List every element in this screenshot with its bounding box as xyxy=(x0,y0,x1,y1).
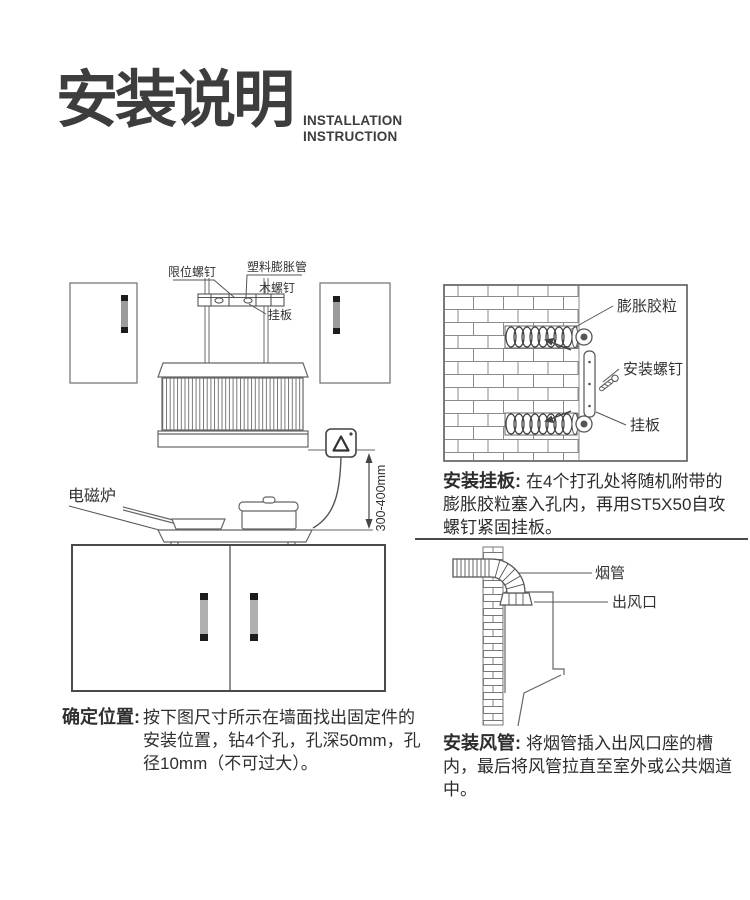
leader-lines xyxy=(519,572,608,603)
wall-cabinet-handles xyxy=(121,295,340,334)
pot-body xyxy=(241,509,297,530)
power-cord xyxy=(312,456,342,529)
section-duct: 安装风管:将烟管插入出风口座的槽内，最后将风管拉直至室外或公共烟道中。 xyxy=(443,732,735,801)
section-divider xyxy=(415,538,748,540)
hang-plate-strip xyxy=(583,350,596,418)
label-limit-screw: 限位螺钉 xyxy=(168,264,216,279)
induction-cooktop xyxy=(122,496,313,546)
insertion-arrows xyxy=(544,338,572,423)
part-labels: 膨胀胶粒 安装螺钉 挂板 xyxy=(617,298,683,434)
range-hood xyxy=(157,362,309,448)
chimney-duct xyxy=(204,278,269,363)
label-mounting-screw: 安装螺钉 xyxy=(623,361,683,378)
base-cabinet-handles xyxy=(200,593,258,641)
label-hang-plate: 挂板 xyxy=(630,416,660,434)
hood-side-profile xyxy=(504,591,565,727)
pan-handle xyxy=(122,506,174,524)
power-socket xyxy=(325,428,357,458)
air-outlet-seat xyxy=(499,592,533,606)
section-position-heading: 确定位置: xyxy=(62,707,140,727)
leader-lines xyxy=(569,305,627,426)
dimension-text: 300-400mm xyxy=(374,465,388,532)
cooker-leader-line xyxy=(68,505,164,532)
hood-installation-diagram: 限位螺钉 塑料膨胀管 木螺钉 挂板 300-400mm xyxy=(68,259,391,692)
base-cabinet xyxy=(71,544,386,692)
section-hang-plate: 安装挂板:在4个打孔处将随机附带的膨胀胶粒塞入孔内，再用ST5X50自攻螺钉紧固… xyxy=(443,470,735,539)
label-hang-plate: 挂板 xyxy=(268,308,292,322)
pot-knob xyxy=(262,496,276,504)
brick-column xyxy=(482,546,504,726)
section-duct-heading: 安装风管: xyxy=(443,733,521,753)
section-duct-body: 将烟管插入出风口座的槽内，最后将风管拉直至室外或公共烟道中。 xyxy=(443,734,732,799)
wall-anchor-diagram: 膨胀胶粒 安装螺钉 挂板 xyxy=(443,284,688,462)
label-expansion-plug: 膨胀胶粒 xyxy=(617,298,677,315)
dimension-300-400mm: 300-400mm xyxy=(312,453,388,531)
page-title: 安装说明 xyxy=(56,66,295,135)
loose-mounting-screw xyxy=(599,374,619,392)
wall-cabinet-left xyxy=(69,282,138,384)
page-title-english: INSTALLATION INSTRUCTION xyxy=(303,113,402,145)
label-plastic-anchor: 塑料膨胀管 xyxy=(247,259,307,274)
wall-cabinet-right xyxy=(319,282,391,384)
duct-installation-diagram: 烟管 出风口 xyxy=(452,546,657,727)
section-position-body: 按下图尺寸所示在墙面找出固定件的安装位置，钻4个孔，孔深50mm，孔径10mm（… xyxy=(143,708,421,773)
section-position: 确定位置: 按下图尺寸所示在墙面找出固定件的安装位置，钻4个孔，孔深50mm，孔… xyxy=(62,706,423,775)
label-smoke-pipe: 烟管 xyxy=(595,565,625,582)
label-air-outlet: 出风口 xyxy=(612,594,657,611)
leader-lines xyxy=(173,274,302,315)
section-hang-plate-body: 在4个打孔处将随机附带的膨胀胶粒塞入孔内，再用ST5X50自攻螺钉紧固挂板。 xyxy=(443,472,726,537)
label-induction-cooker: 电磁炉 xyxy=(68,487,116,505)
smoke-duct xyxy=(452,558,526,594)
part-labels: 限位螺钉 塑料膨胀管 木螺钉 挂板 xyxy=(168,259,307,322)
part-labels: 烟管 出风口 xyxy=(595,565,657,611)
section-hang-plate-heading: 安装挂板: xyxy=(443,471,521,491)
title-en-line1: INSTALLATION xyxy=(303,113,403,128)
triangle-mark-icon xyxy=(332,435,350,452)
cooktop-slab xyxy=(157,529,313,543)
title-en-line2: INSTRUCTION xyxy=(303,129,398,144)
frying-pan xyxy=(171,518,226,530)
mounting-bracket xyxy=(197,293,285,307)
label-wood-screw: 木螺钉 xyxy=(259,281,295,295)
